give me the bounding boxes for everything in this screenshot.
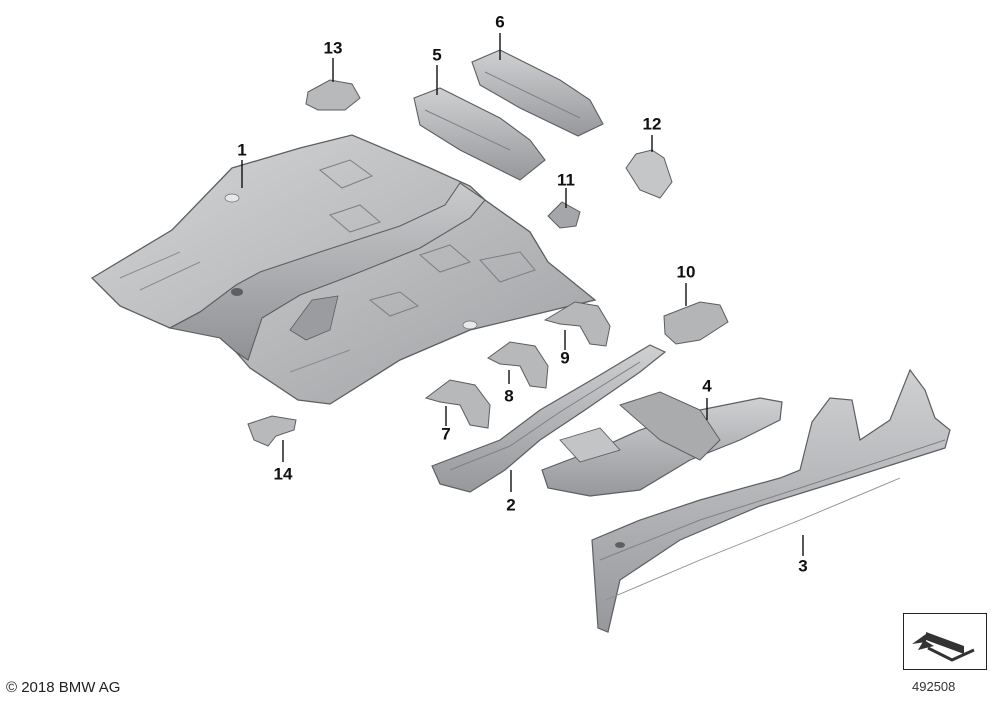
part-label-9: 9 <box>560 348 570 368</box>
part-1-floor-pan <box>90 134 597 405</box>
copyright-notice: © 2018 BMW AG <box>6 679 121 696</box>
part-5-seat-cross-member <box>413 87 546 181</box>
part-14-holder-bracket <box>247 415 297 447</box>
diagram-number: 492508 <box>912 679 956 694</box>
part-label-13: 13 <box>323 38 343 58</box>
part-label-2: 2 <box>506 495 516 515</box>
orientation-indicator <box>903 613 987 670</box>
part-10-bracket <box>663 301 729 345</box>
part-label-8: 8 <box>504 386 514 406</box>
part-label-11: 11 <box>557 170 575 190</box>
part-2-floor-member <box>431 344 667 493</box>
part-8-bracket <box>487 341 549 389</box>
part-label-6: 6 <box>495 12 505 32</box>
part-label-5: 5 <box>432 45 442 65</box>
part-7-bracket <box>424 379 491 429</box>
part-4-cross-member <box>541 391 783 497</box>
part-label-4: 4 <box>702 376 712 396</box>
part-9-bracket <box>543 301 611 347</box>
part-label-1: 1 <box>237 140 247 160</box>
vehicle-direction-arrow-icon <box>912 632 975 662</box>
part-label-10: 10 <box>676 262 696 282</box>
part-label-7: 7 <box>441 424 451 444</box>
part-label-14: 14 <box>273 464 293 484</box>
leader-lines <box>241 33 804 556</box>
part-label-3: 3 <box>798 556 808 576</box>
part-12-cover-cap <box>625 149 673 199</box>
part-13-reinforcement-plate <box>305 79 361 111</box>
part-6-seat-cross-member <box>471 49 604 137</box>
part-3-side-sill <box>591 368 951 633</box>
part-label-12: 12 <box>642 114 662 134</box>
part-11-small-bracket <box>547 201 581 229</box>
